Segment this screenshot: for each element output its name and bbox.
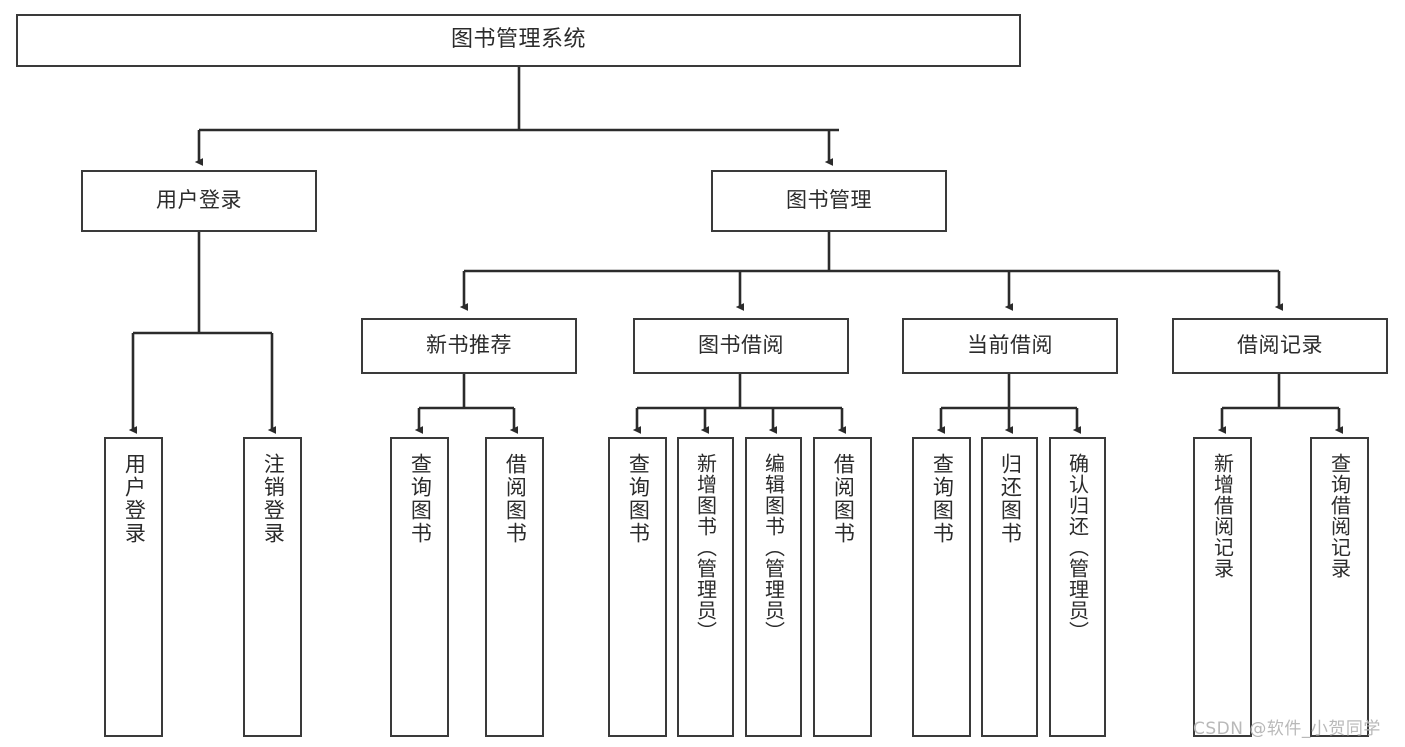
leaf-user-login-login[interactable]: 用户登录 (104, 437, 163, 737)
node-book-borrow[interactable]: 图书借阅 (633, 318, 849, 374)
leaf-borrow-query-book[interactable]: 查询图书 (608, 437, 667, 737)
node-borrow-record[interactable]: 借阅记录 (1172, 318, 1388, 374)
leaf-new-book-query[interactable]: 查询图书 (390, 437, 449, 737)
node-label: 新增借阅记录 (1210, 453, 1235, 579)
node-label: 借阅图书 (503, 453, 528, 545)
node-user-login[interactable]: 用户登录 (81, 170, 317, 232)
leaf-user-login-logout[interactable]: 注销登录 (243, 437, 302, 737)
watermark-text: CSDN @软件_小贺同学 (1193, 719, 1381, 739)
leaf-current-confirm-return-admin[interactable]: 确认归还（管理员） (1049, 437, 1106, 737)
node-label: 查询借阅记录 (1327, 453, 1352, 579)
node-book-management[interactable]: 图书管理 (711, 170, 947, 232)
node-label: 查询图书 (930, 453, 955, 545)
leaf-record-add-record[interactable]: 新增借阅记录 (1193, 437, 1252, 737)
node-root-system[interactable]: 图书管理系统 (16, 14, 1021, 67)
node-label: 确认归还（管理员） (1065, 453, 1090, 642)
node-label: 查询图书 (408, 453, 433, 545)
leaf-borrow-add-book-admin[interactable]: 新增图书（管理员） (677, 437, 734, 737)
node-new-book-recommend[interactable]: 新书推荐 (361, 318, 577, 374)
leaf-current-return-book[interactable]: 归还图书 (981, 437, 1038, 737)
node-label: 图书管理系统 (450, 27, 586, 53)
node-label: 编辑图书（管理员） (761, 453, 786, 642)
node-label: 查询图书 (626, 453, 651, 545)
node-label: 注销登录 (261, 453, 286, 545)
node-label: 借阅图书 (831, 453, 856, 545)
node-label: 当前借阅 (967, 333, 1053, 358)
node-label: 图书借阅 (698, 333, 784, 358)
node-label: 用户登录 (156, 188, 242, 213)
leaf-new-book-borrow[interactable]: 借阅图书 (485, 437, 544, 737)
leaf-borrow-borrow-book[interactable]: 借阅图书 (813, 437, 872, 737)
node-label: 用户登录 (122, 453, 147, 545)
node-label: 新增图书（管理员） (693, 453, 718, 642)
node-label: 借阅记录 (1237, 333, 1323, 358)
node-label: 图书管理 (786, 188, 872, 213)
leaf-current-query-book[interactable]: 查询图书 (912, 437, 971, 737)
node-label: 新书推荐 (426, 333, 512, 358)
node-label: 归还图书 (998, 453, 1023, 545)
leaf-record-query-record[interactable]: 查询借阅记录 (1310, 437, 1369, 737)
node-current-borrow[interactable]: 当前借阅 (902, 318, 1118, 374)
leaf-borrow-edit-book-admin[interactable]: 编辑图书（管理员） (745, 437, 802, 737)
